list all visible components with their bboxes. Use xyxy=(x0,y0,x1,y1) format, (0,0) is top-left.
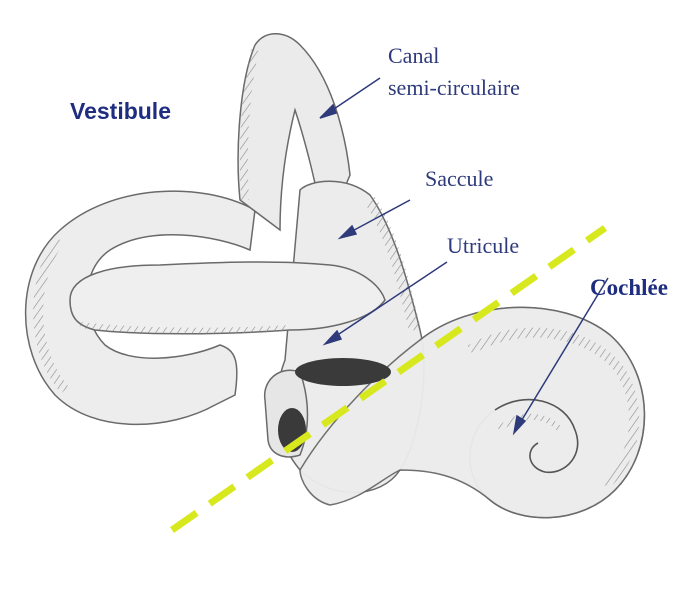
canal-label-line2: semi-circulaire xyxy=(388,75,520,100)
cochlee-label: Cochlée xyxy=(590,275,668,301)
saccule-label: Saccule xyxy=(425,166,493,191)
oval-window-cavity xyxy=(295,358,391,386)
horizontal-limb xyxy=(70,262,385,334)
canal-label-line1: Canal xyxy=(388,43,439,68)
utricule-label: Utricule xyxy=(447,233,519,258)
vestibule-label: Vestibule xyxy=(70,98,171,124)
